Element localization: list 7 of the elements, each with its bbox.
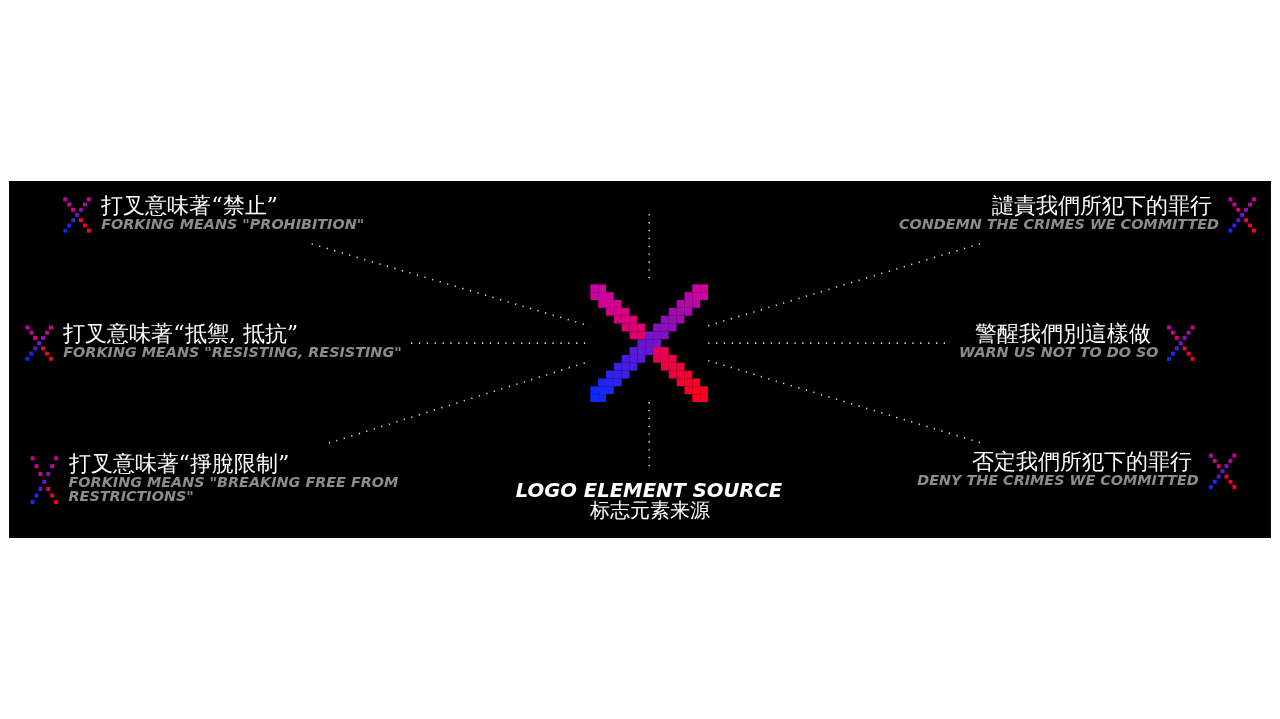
- node-text: 打叉意味著“掙脫限制” FORKING MEANS "BREAKING FREE FROM RESTRICTIONS": [68, 449, 399, 505]
- node-text: 否定我們所犯下的罪行 DENY THE CRIMES WE COMMITTED: [917, 448, 1199, 489]
- node-text: 譴責我們所犯下的罪行 CONDEMN THE CRIMES WE COMMITTED: [898, 192, 1220, 233]
- node-text: 打叉意味著“禁止” FORKING MEANS "PROHIBITION": [101, 192, 365, 233]
- node-text: 打叉意味著“抵禦, 抵抗” FORKING MEANS "RESISTING, RESISTING": [63, 320, 402, 361]
- node-text: 警醒我們別這樣做 WARN US NOT TO DO SO: [959, 320, 1159, 361]
- node-text: LOGO ELEMENT SOURCE 标志元素来源: [515, 479, 783, 523]
